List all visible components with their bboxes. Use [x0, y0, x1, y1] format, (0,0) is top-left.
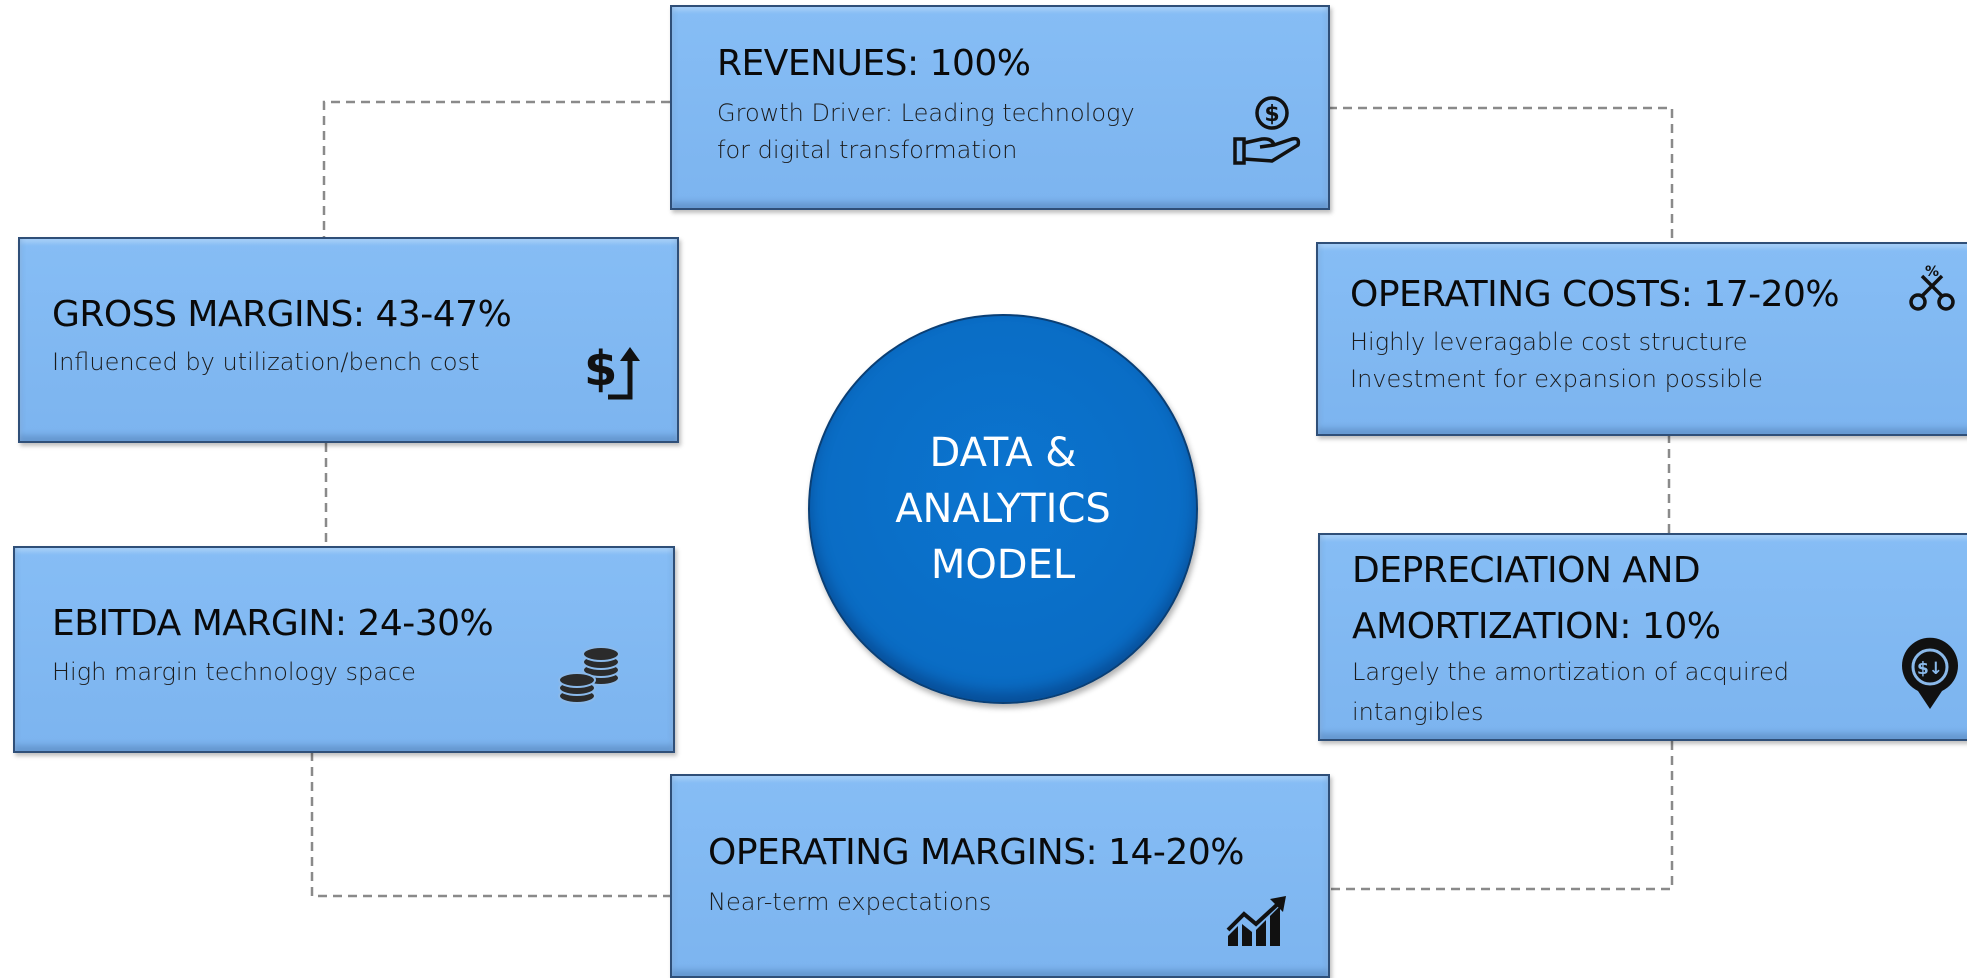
- revenues-box: REVENUES: 100% Growth Driver: Leading te…: [670, 5, 1330, 210]
- center-model-label: DATA & ANALYTICS MODEL: [895, 425, 1111, 593]
- svg-text:$: $: [1264, 102, 1279, 127]
- revenues-line-1: Growth Driver: Leading technology: [717, 99, 1135, 127]
- connector-revenues-gross: [322, 100, 670, 237]
- connector-ebitda-opmargins: [310, 752, 670, 898]
- operating-margins-line-1: Near-term expectations: [708, 888, 992, 916]
- depreciation-line-2: intangibles: [1352, 698, 1484, 726]
- ebitda-margin-title: EBITDA MARGIN: 24-30%: [52, 603, 494, 644]
- depreciation-line-1: Largely the amortization of acquired: [1352, 658, 1789, 686]
- depreciation-box: DEPRECIATION AND AMORTIZATION: 10% Large…: [1318, 533, 1967, 741]
- operating-costs-description: Highly leveragable cost structure Invest…: [1350, 324, 1763, 398]
- operating-costs-line-2: Investment for expansion possible: [1350, 365, 1763, 393]
- operating-costs-box: OPERATING COSTS: 17-20% Highly leveragab…: [1316, 242, 1967, 436]
- gross-margins-line-1: Influenced by utilization/bench cost: [52, 348, 480, 376]
- operating-margins-description: Near-term expectations: [708, 884, 991, 921]
- operating-margins-box: OPERATING MARGINS: 14-20% Near-term expe…: [670, 774, 1330, 978]
- dollar-down-pin-icon: $↓: [1902, 637, 1958, 709]
- revenues-line-2: for digital transformation: [717, 136, 1018, 164]
- gross-margins-description: Influenced by utilization/bench cost: [52, 344, 480, 381]
- coins-stack-icon: [558, 646, 620, 704]
- ebitda-margin-box: EBITDA MARGIN: 24-30% High margin techno…: [13, 546, 675, 753]
- depreciation-description: Largely the amortization of acquired int…: [1352, 652, 1789, 732]
- scissors-percent-icon: %: [1909, 264, 1955, 311]
- revenues-description: Growth Driver: Leading technology for di…: [717, 95, 1135, 169]
- ebitda-margin-description: High margin technology space: [52, 654, 416, 691]
- depreciation-title-line-2: AMORTIZATION: 10%: [1352, 606, 1721, 647]
- gross-margins-box: GROSS MARGINS: 43-47% Influenced by util…: [18, 237, 679, 443]
- connector-depreciation-opmargins: [1328, 741, 1674, 891]
- svg-text:%: %: [1925, 264, 1939, 280]
- gross-margins-title: GROSS MARGINS: 43-47%: [52, 294, 512, 335]
- depreciation-title: DEPRECIATION AND AMORTIZATION: 10%: [1352, 543, 1721, 655]
- growth-chart-icon: [1226, 896, 1286, 946]
- operating-costs-title: OPERATING COSTS: 17-20%: [1350, 274, 1840, 315]
- depreciation-title-line-1: DEPRECIATION AND: [1352, 550, 1701, 591]
- connector-revenues-opcosts: [1328, 106, 1674, 242]
- operating-margins-title: OPERATING MARGINS: 14-20%: [708, 832, 1244, 873]
- center-line-3: MODEL: [930, 542, 1076, 588]
- svg-text:$: $: [584, 341, 617, 397]
- center-line-1: DATA &: [929, 430, 1077, 476]
- center-line-2: ANALYTICS: [895, 486, 1111, 532]
- revenues-title: REVENUES: 100%: [717, 43, 1031, 84]
- hand-dollar-icon: $: [1233, 96, 1301, 165]
- svg-text:$↓: $↓: [1917, 659, 1943, 679]
- center-model-circle: DATA & ANALYTICS MODEL: [808, 314, 1198, 704]
- dollar-up-arrow-icon: $: [584, 341, 640, 400]
- ebitda-margin-line-1: High margin technology space: [52, 658, 416, 686]
- operating-costs-line-1: Highly leveragable cost structure: [1350, 328, 1748, 356]
